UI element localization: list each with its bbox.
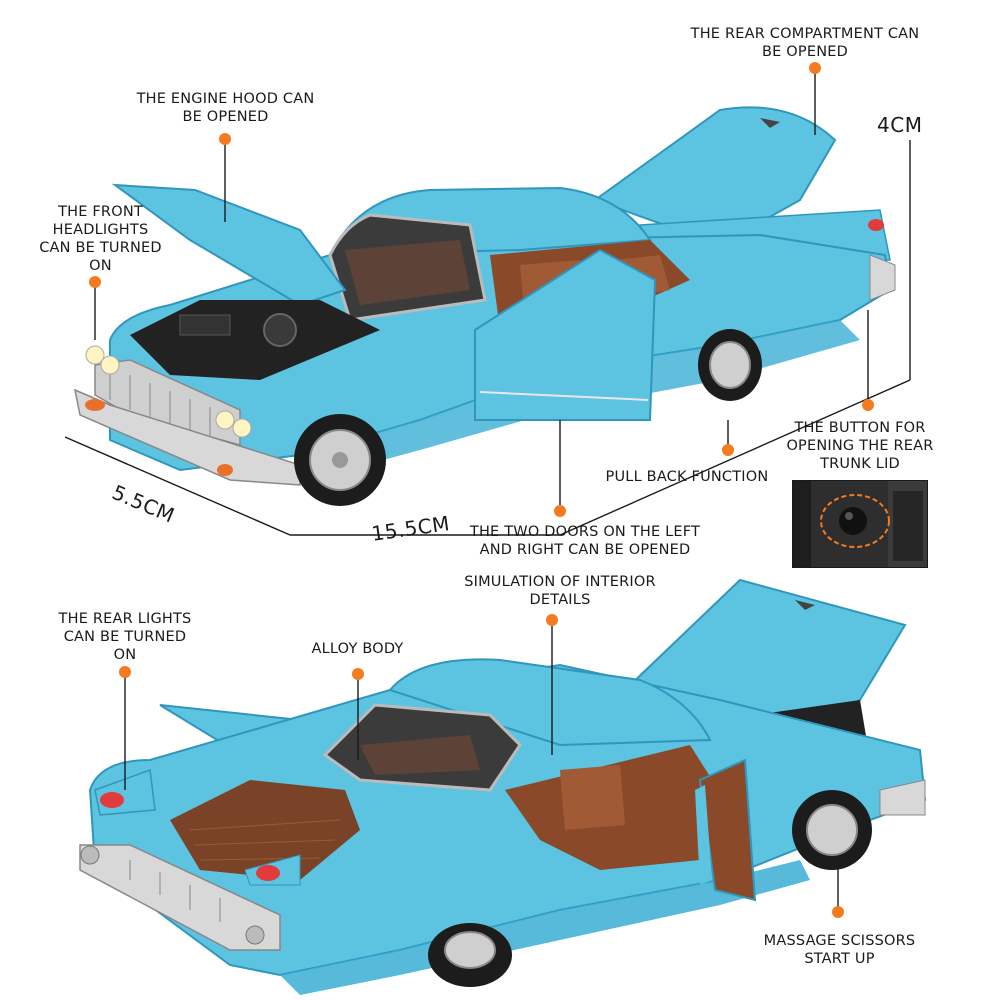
annotation-hood: THE ENGINE HOOD CAN BE OPENED (136, 91, 315, 125)
annotation-pull-back: PULL BACK FUNCTION (605, 469, 769, 485)
annotation-rear-compartment: THE REAR COMPARTMENT CAN BE OPENED (690, 26, 920, 60)
annotation-alloy-body: ALLOY BODY (311, 641, 404, 657)
dimension-lines (64, 140, 911, 536)
annotation-scissors: MASSAGE SCISSORS START UP (763, 933, 916, 967)
annotation-markers (89, 62, 874, 918)
annotation-trunk-button: THE BUTTON FOR OPENING THE REAR TRUNK LI… (786, 420, 934, 472)
trunk-button-closeup (792, 480, 928, 568)
annotation-doors: THE TWO DOORS ON THE LEFT AND RIGHT CAN … (469, 524, 701, 558)
dimension-height: 4CM (877, 113, 923, 137)
car-bottom-illustration (79, 578, 927, 995)
annotation-headlights: THE FRONT HEADLIGHTS CAN BE TURNED ON (39, 204, 162, 274)
annotation-rear-lights: THE REAR LIGHTS CAN BE TURNED ON (58, 611, 192, 663)
annotation-interior: SIMULATION OF INTERIOR DETAILS (464, 574, 656, 608)
car-top-illustration (73, 106, 896, 506)
